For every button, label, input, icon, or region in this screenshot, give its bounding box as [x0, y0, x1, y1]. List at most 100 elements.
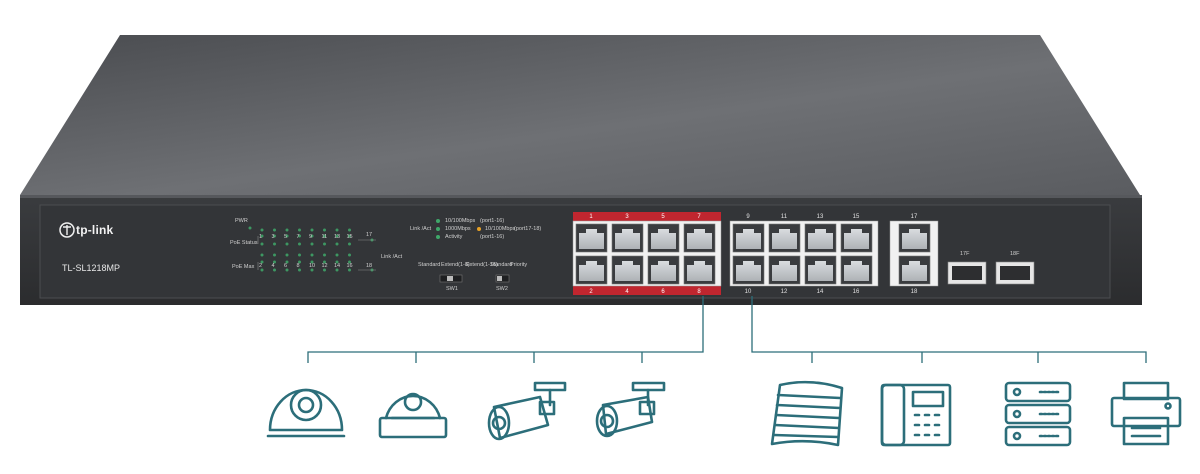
- tp-link-logo-icon: [59, 222, 75, 238]
- led-number: 9: [309, 234, 313, 240]
- status-led: [323, 268, 326, 272]
- rj45-jack: [651, 229, 676, 249]
- legend-row2: 1000Mbps: [445, 226, 471, 232]
- status-led: [323, 260, 326, 264]
- led-indicators: [248, 219, 481, 272]
- port-number: 9: [746, 214, 750, 220]
- led-number: 12: [321, 263, 328, 269]
- legend-led: [436, 235, 440, 239]
- poe-max-label: PoE Max: [232, 264, 255, 270]
- status-led: [348, 234, 351, 238]
- led-number: 6: [284, 263, 288, 269]
- legend-row2b: 10/100Mbps: [485, 226, 516, 232]
- status-led: [310, 228, 314, 232]
- status-led: [273, 253, 276, 257]
- status-led: [298, 260, 301, 264]
- port-number: 14: [816, 289, 824, 295]
- rj45-jack: [736, 229, 761, 249]
- sw1-label: SW1: [446, 286, 458, 292]
- status-led: [310, 253, 314, 257]
- status-led: [335, 242, 339, 246]
- port-number: 5: [661, 214, 665, 220]
- legend-row1: 10/100Mbps: [445, 218, 476, 224]
- status-led: [348, 228, 351, 232]
- port-number: 6: [661, 289, 665, 295]
- status-led: [335, 228, 339, 232]
- status-led: [285, 228, 289, 232]
- rj45-jack: [772, 261, 797, 281]
- status-led: [260, 234, 264, 238]
- legend-led: [436, 219, 440, 223]
- port-number: 17: [910, 214, 918, 220]
- port-number: 2: [589, 289, 593, 295]
- status-led: [260, 253, 264, 257]
- legend-led: [477, 227, 481, 231]
- led-number: 4: [271, 263, 275, 269]
- port-number: 3: [625, 214, 629, 220]
- led-number: 3: [271, 234, 275, 240]
- status-led: [285, 260, 289, 264]
- led-number: 5: [284, 234, 288, 240]
- led-number: 10: [309, 263, 316, 269]
- port-number: 15: [852, 214, 860, 220]
- rj45-jack: [902, 261, 927, 281]
- status-led: [273, 234, 276, 238]
- poe-status-label: PoE Status: [230, 240, 258, 246]
- legend-row2-range: (port17-18): [514, 226, 542, 232]
- port-number: 13: [816, 214, 824, 220]
- port-number: 18: [910, 289, 918, 295]
- port-number: 12: [780, 289, 788, 295]
- port-number: 1: [589, 214, 593, 220]
- legend-row3-range: (port1-16): [480, 234, 505, 240]
- server-icon: [1004, 381, 1072, 447]
- status-led: [298, 228, 301, 232]
- status-led: [285, 234, 289, 238]
- rj45-jack: [579, 261, 604, 281]
- port-number: 8: [697, 289, 701, 295]
- rj45-jack: [615, 229, 640, 249]
- port-number: 4: [625, 289, 629, 295]
- rj45-jack: [736, 261, 761, 281]
- ethernet-ports: [572, 212, 1035, 295]
- status-led: [323, 234, 326, 238]
- dome-camera-2-icon: [378, 392, 448, 439]
- rj45-jack: [844, 261, 869, 281]
- led-number: 2: [259, 263, 263, 269]
- status-led: [348, 268, 351, 272]
- led-number: 1: [259, 234, 263, 240]
- sw2-switch[interactable]: [495, 274, 510, 283]
- port18-led-label: 18: [366, 263, 373, 269]
- status-led: [335, 260, 339, 264]
- sfp-cage: [1000, 266, 1030, 280]
- sfp-18f-label: 18F: [1010, 251, 1020, 257]
- status-led: [348, 253, 351, 257]
- status-led: [260, 228, 264, 232]
- link-act-label: Link /Act: [381, 254, 403, 260]
- rj45-jack: [579, 229, 604, 249]
- rj45-jack: [844, 229, 869, 249]
- status-led: [273, 268, 276, 272]
- status-led: [335, 253, 339, 257]
- port-number: 11: [780, 214, 788, 220]
- sw1-left-label: Standard: [418, 262, 441, 268]
- chassis-top: [20, 35, 1140, 195]
- status-led: [260, 260, 264, 264]
- status-led: [335, 268, 339, 272]
- status-led: [298, 234, 301, 238]
- led-number: 7: [296, 234, 300, 240]
- port-number: 10: [744, 289, 752, 295]
- status-led: [310, 234, 314, 238]
- ip-phone-icon: [880, 383, 952, 447]
- rj45-jack: [772, 229, 797, 249]
- dome-camera-icon: [266, 388, 346, 438]
- rj45-jack: [687, 229, 712, 249]
- rj45-jack: [808, 261, 833, 281]
- bullet-camera-2-icon: [595, 381, 666, 438]
- status-led: [260, 242, 264, 246]
- led-number: 14: [334, 263, 341, 269]
- status-led: [285, 242, 289, 246]
- status-led: [310, 242, 314, 246]
- legend-row1-range: (port1-16): [480, 218, 505, 224]
- sfp-17f-label: 17F: [960, 251, 970, 257]
